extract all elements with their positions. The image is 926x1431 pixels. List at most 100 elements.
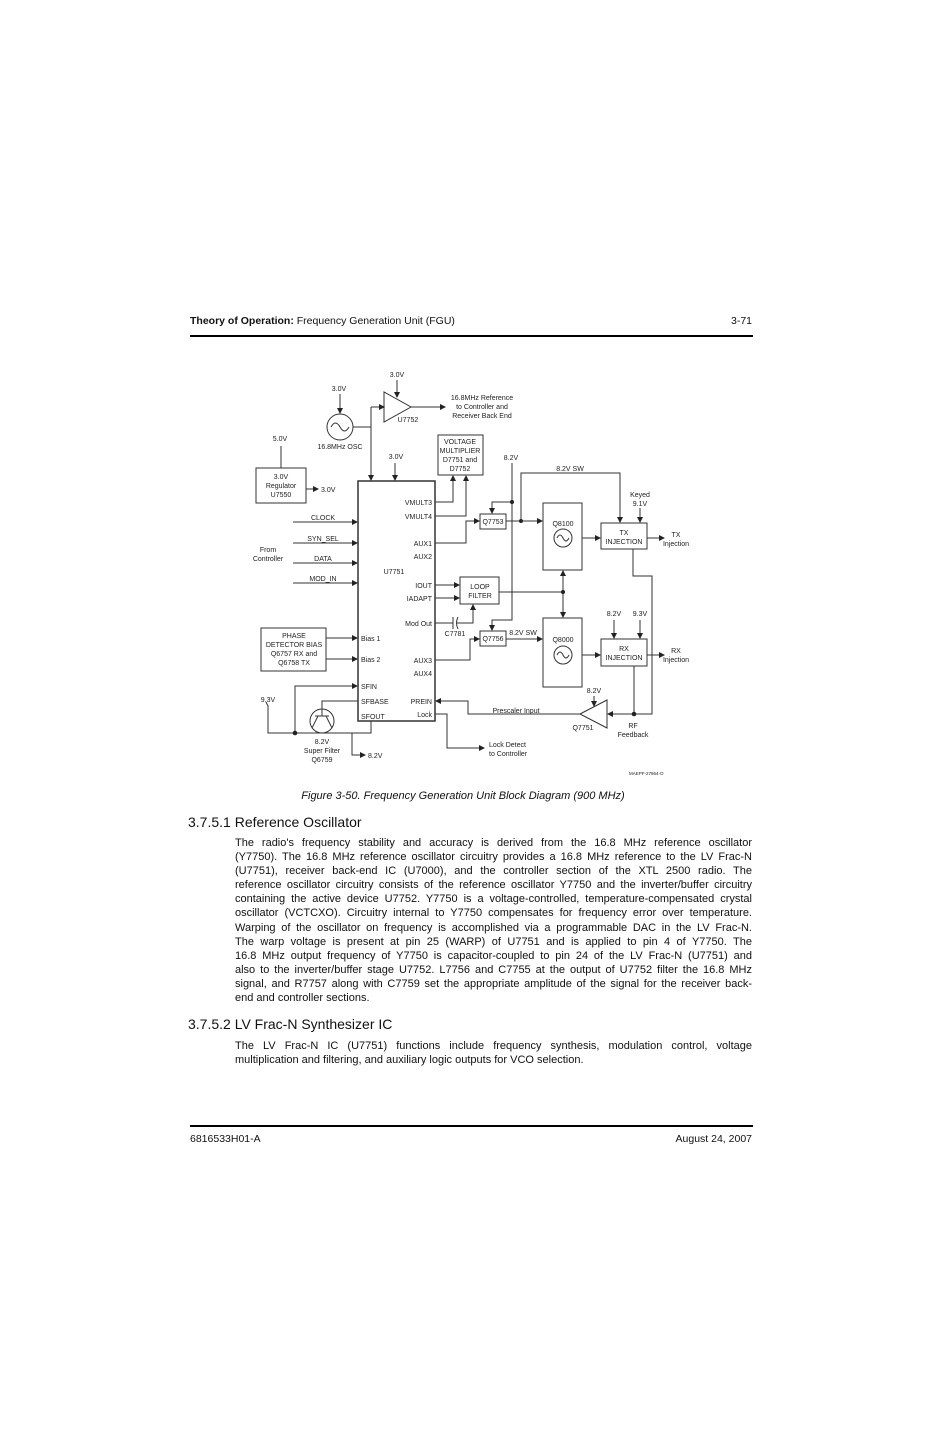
- phase-detector-box: [260, 627, 327, 672]
- regulator-box: [255, 467, 307, 504]
- keyed-label: Keyed: [630, 492, 650, 499]
- q8000-label: Q8000: [552, 637, 573, 644]
- tx-injection-box: [600, 522, 648, 550]
- vmult-label: D7751 and: [443, 457, 477, 464]
- text-line: multiplication and filtering, and auxili…: [235, 1054, 584, 1067]
- pin-label: PREIN: [411, 699, 432, 706]
- osc-supply-label: 3.0V: [332, 386, 347, 393]
- rx-supply-label: 9.3V: [633, 611, 648, 618]
- input-label-clock: CLOCK: [311, 515, 335, 522]
- lock-detect-label: Lock Detect: [489, 742, 526, 749]
- phase-detector-label: Q6758 TX: [278, 660, 310, 667]
- text-line: Warping of the oscillator on frequency i…: [235, 921, 752, 934]
- loop-filter-box: [459, 576, 500, 605]
- section-paragraph: The LV Frac-N IC (U7751) functions inclu…: [235, 1039, 752, 1067]
- rx-injection-label: INJECTION: [606, 655, 643, 662]
- header-title: Frequency Generation Unit (FGU): [293, 315, 455, 327]
- sw-82-label: 8.2V SW: [556, 466, 584, 473]
- q8000-box: [542, 617, 583, 688]
- pin-label: VMULT4: [405, 514, 432, 521]
- rx-injection-label: RX: [619, 646, 629, 653]
- phase-detector-label: Q6757 RX and: [271, 651, 317, 658]
- figure-caption: Figure 3-50. Frequency Generation Unit B…: [301, 790, 625, 802]
- rx-out-label: RX: [671, 648, 681, 655]
- section-heading: 3.7.5.1 Reference Oscillator: [188, 814, 362, 830]
- super-filter-label: 8.2V: [315, 739, 330, 746]
- from-controller-label: From: [260, 547, 277, 554]
- regulator-label: 3.0V: [274, 474, 289, 481]
- section-heading: 3.7.5.2 LV Frac-N Synthesizer IC: [188, 1016, 393, 1032]
- super-filter-label: Q6759: [311, 757, 332, 764]
- pin-label: Lock: [417, 712, 432, 719]
- tx-injection-label: INJECTION: [606, 539, 643, 546]
- text-line: The radio's frequency stability and accu…: [235, 837, 752, 849]
- text-line: The LV Frac-N IC (U7751) functions inclu…: [235, 1040, 752, 1052]
- super-filter-label: Super Filter: [304, 748, 341, 755]
- input-label-syn-sel: SYN_SEL: [307, 536, 339, 543]
- page-number: 3-71: [730, 315, 752, 327]
- q8100-label: Q8100: [552, 521, 573, 528]
- tx-injection-label: TX: [620, 530, 629, 537]
- rf-feedback-label: Feedback: [618, 732, 649, 739]
- pin-label: IOUT: [415, 583, 432, 590]
- sw-82-label: 8.2V SW: [509, 630, 537, 637]
- supply-82-label: 8.2V: [504, 455, 519, 462]
- loop-filter-label: LOOP: [470, 584, 490, 591]
- text-line: The warp voltage is present at pin 25 (W…: [235, 935, 752, 948]
- q7751-supply-label: 8.2V: [587, 688, 602, 695]
- text-line: containing the active device U7752. Y775…: [235, 893, 752, 906]
- voltage-multiplier-box: [437, 434, 484, 476]
- keyed-label: 9.1V: [633, 501, 648, 508]
- reg-out-label: 3.0V: [321, 487, 336, 494]
- pin-label: SFBASE: [361, 699, 389, 706]
- phase-detector-label: PHASE: [282, 633, 306, 640]
- sf-supply-label: 9.3V: [261, 697, 276, 704]
- q7751-amplifier: [578, 699, 608, 729]
- transistor-symbol: [309, 708, 335, 734]
- sf-out-label: 8.2V: [368, 753, 383, 760]
- pin-label: SFIN: [361, 684, 377, 691]
- rf-feedback-label: RF: [628, 723, 637, 730]
- document-number: 6816533H01-A: [190, 1133, 261, 1145]
- buffer-supply-label: 3.0V: [390, 372, 405, 379]
- pin-label: Mod Out: [405, 621, 432, 628]
- rx-injection-box: [600, 638, 648, 667]
- input-label-data: DATA: [314, 556, 332, 563]
- vmult-label: MULTIPLIER: [440, 448, 481, 455]
- tx-out-label: TX: [672, 532, 681, 539]
- osc-label: 16.8MHz OSC: [317, 444, 362, 451]
- pin-label: AUX1: [414, 541, 432, 548]
- drawing-id: MAEPF-27864-O: [629, 771, 664, 776]
- text-line: end and controller sections.: [235, 992, 370, 1005]
- from-controller-label: Controller: [253, 556, 284, 563]
- u7751-supply-label: 3.0V: [389, 454, 404, 461]
- pin-label: Bias 2: [361, 657, 381, 664]
- pin-label: VMULT3: [405, 500, 432, 507]
- section-paragraph: The radio's frequency stability and accu…: [235, 836, 752, 1005]
- phase-detector-label: DETECTOR BIAS: [266, 642, 323, 649]
- rx-supply-label: 8.2V: [607, 611, 622, 618]
- pin-label: Bias 1: [361, 636, 381, 643]
- document-date: August 24, 2007: [675, 1133, 752, 1145]
- rx-out-label: Injection: [663, 657, 689, 664]
- pin-label: SFOUT: [361, 714, 385, 721]
- text-line: signal, and R7757 along with C7759 set t…: [235, 977, 752, 990]
- pin-label: IADAPT: [407, 596, 433, 603]
- regulator-label: Regulator: [266, 483, 297, 490]
- footer-rule: [190, 1125, 753, 1127]
- reg-in-label: 5.0V: [273, 436, 288, 443]
- text-line: 16.8 MHz output frequency of Y7750 is ca…: [235, 949, 752, 962]
- prescaler-label: Prescaler Input: [492, 708, 539, 715]
- ref-out-label: 16.8MHz Reference: [451, 395, 513, 402]
- q7756-label: Q7756: [482, 636, 503, 643]
- text-line: (Y7750). The 16.8 MHz reference oscillat…: [235, 851, 752, 864]
- u7751-label: U7751: [384, 569, 405, 576]
- text-line: reference oscillator circuitry consists …: [235, 879, 752, 892]
- header-section: Theory of Operation:: [190, 315, 294, 327]
- ref-out-label: Receiver Back End: [452, 413, 512, 420]
- vmult-label: VOLTAGE: [444, 439, 476, 446]
- vmult-label: D7752: [450, 466, 471, 473]
- text-line: (U7751), receiver back-end IC (U7000), a…: [235, 865, 752, 878]
- lock-detect-label: to Controller: [489, 751, 528, 758]
- ref-out-label: to Controller and: [456, 404, 508, 411]
